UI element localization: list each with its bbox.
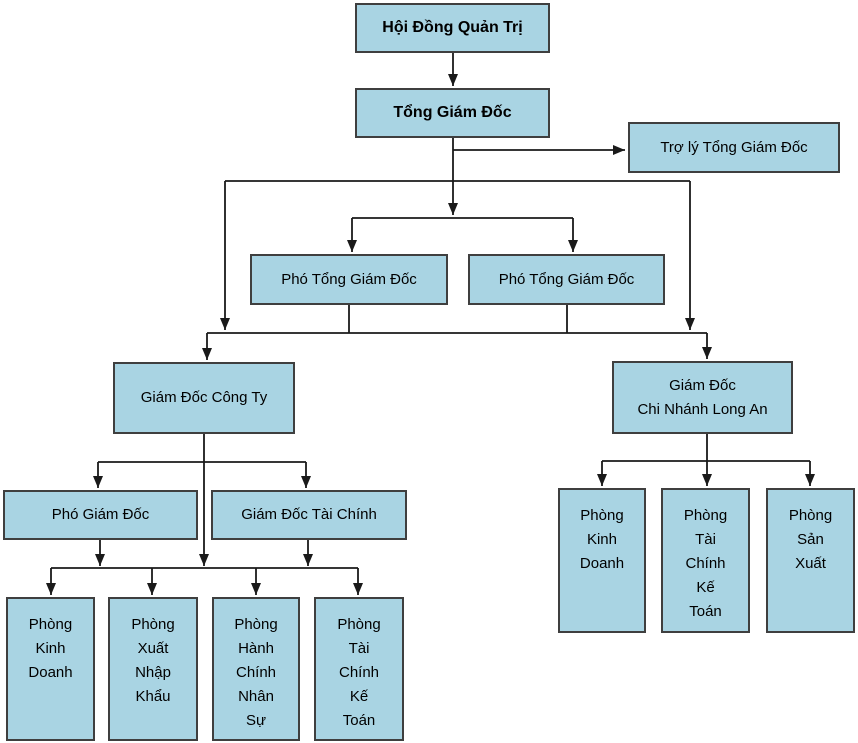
node-ceo: Tổng Giám Đốc [355,88,550,138]
node-branch-director: Giám Đốc Chi Nhánh Long An [612,361,793,434]
node-dept-finance-accounting-hq-label: Phòng Tài Chính Kế Toán [337,616,381,729]
node-dept-import-export-label: Phòng Xuất Nhập Khẩu [131,616,175,705]
node-dept-finance-accounting-branch-label: Phòng Tài Chính Kế Toán [683,507,728,620]
edge-branch-director-to-departments [597,434,815,486]
node-board-label: Hội Đồng Quản Trị [382,19,523,36]
node-dept-sales-hq-label: Phòng Kinh Doanh [28,616,73,681]
edge-ceo-to-deputies [347,138,578,252]
node-dept-sales-hq: Phòng Kinh Doanh [6,597,95,741]
edge-company-director-to-children [93,461,311,488]
node-ceo-label: Tổng Giám Đốc [393,104,512,121]
node-dept-admin-hr: Phòng Hành Chính Nhân Sự [212,597,300,741]
node-dept-finance-accounting-hq: Phòng Tài Chính Kế Toán [314,597,404,741]
node-finance-director: Giám Đốc Tài Chính [211,490,407,540]
node-deputy-director-label: Phó Giám Đốc [51,506,150,523]
node-assistant-ceo-label: Trợ lý Tổng Giám Đốc [660,138,808,156]
node-deputy-director: Phó Giám Đốc [3,490,198,540]
node-dept-finance-accounting-branch: Phòng Tài Chính Kế Toán [661,488,750,633]
node-dept-admin-hr-label: Phòng Hành Chính Nhân Sự [234,616,278,729]
node-deputy-ceo-left-label: Phó Tổng Giám Đốc [281,270,417,288]
node-board: Hội Đồng Quản Trị [355,3,550,53]
node-branch-director-label: Giám Đốc Chi Nhánh Long An [637,376,768,418]
node-finance-director-label: Giám Đốc Tài Chính [241,506,377,523]
node-company-director-label: Giám Đốc Công Ty [140,389,268,406]
node-dept-production-branch-label: Phòng Sản Xuất [788,507,833,572]
node-deputy-ceo-right: Phó Tổng Giám Đốc [468,254,665,305]
node-deputy-ceo-left: Phó Tổng Giám Đốc [250,254,448,305]
node-dept-sales-branch: Phòng Kinh Doanh [558,488,646,633]
node-assistant-ceo: Trợ lý Tổng Giám Đốc [628,122,840,173]
node-deputy-ceo-right-label: Phó Tổng Giám Đốc [498,270,635,288]
node-dept-import-export: Phòng Xuất Nhập Khẩu [108,597,198,741]
node-company-director: Giám Đốc Công Ty [113,362,295,434]
node-dept-production-branch: Phòng Sản Xuất [766,488,855,633]
node-dept-sales-branch-label: Phòng Kinh Doanh [579,507,625,572]
